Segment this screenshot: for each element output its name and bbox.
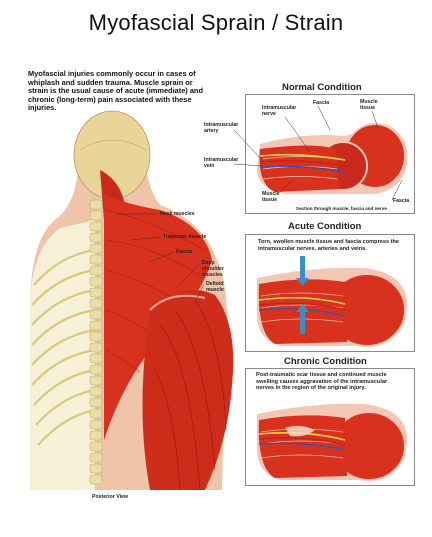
- compression-arrow-top: [300, 256, 305, 278]
- chronic-muscle-section: [256, 403, 408, 481]
- chronic-heading: Chronic Condition: [284, 356, 367, 367]
- intro-text: Myofascial injuries commonly occur in ca…: [28, 69, 203, 113]
- acute-note: Torn, swollen muscle tissue and fascia c…: [258, 239, 400, 252]
- label-fascia-back: Fascia: [176, 249, 193, 255]
- normal-caption: Section through muscle, fascia and nerve: [296, 206, 387, 211]
- normal-muscle-section: [257, 123, 408, 194]
- normal-label-muscle-tissue: Muscle tissue: [360, 99, 378, 111]
- label-neck-muscles: Neck muscles: [160, 211, 195, 217]
- normal-label-fascia: Fascia: [313, 100, 330, 106]
- compression-arrow-bottom: [300, 312, 305, 334]
- deltoid-muscle: [142, 290, 234, 490]
- label-trapezius: Trapezius muscle: [163, 234, 207, 240]
- normal-label-vein: Intramuscular vein: [204, 157, 239, 169]
- chronic-note: Post-traumatic scar tissue and continued…: [256, 372, 388, 392]
- normal-heading: Normal Condition: [282, 82, 362, 93]
- normal-label-muscle-tissue-bottom: Muscle tissue: [262, 191, 280, 203]
- posterior-back-illustration: [30, 110, 234, 491]
- label-deltoid: Deltoid muscle: [206, 281, 224, 293]
- normal-label-fascia-bottom: Fascia: [393, 198, 410, 204]
- acute-muscle-section: [256, 256, 408, 347]
- scar-tissue: [285, 425, 315, 437]
- normal-label-artery: Intramuscular artery: [204, 122, 239, 134]
- page-title: Myofascial Sprain / Strain: [88, 10, 344, 35]
- spine: [89, 199, 103, 485]
- label-deep-shoulder: Deep shoulder muscles: [202, 260, 224, 278]
- normal-label-nerve: Intramuscular nerve: [262, 105, 297, 117]
- ribs-area: [30, 220, 95, 490]
- acute-heading: Acute Condition: [288, 221, 362, 232]
- label-posterior-view: Posterior View: [92, 494, 128, 500]
